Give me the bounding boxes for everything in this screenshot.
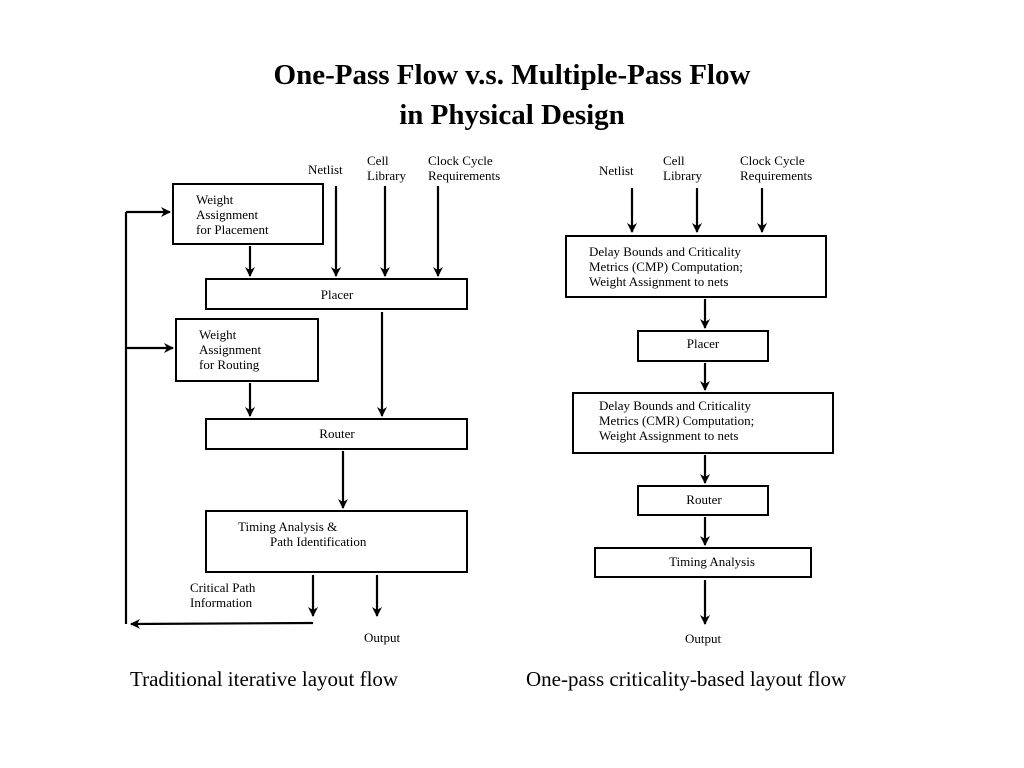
trad-timing-box bbox=[205, 510, 468, 573]
onepass-timing-label: Timing Analysis bbox=[669, 554, 755, 569]
onepass-flow-caption: One-pass criticality-based layout flow bbox=[526, 667, 847, 691]
onepass-clock-cycle-label-1: Clock Cycle bbox=[740, 153, 805, 168]
trad-placer-label: Placer bbox=[321, 287, 354, 302]
onepass-placer-box bbox=[637, 330, 769, 362]
trad-timing-line-2: Path Identification bbox=[270, 534, 367, 549]
onepass-placer-label: Placer bbox=[687, 336, 720, 351]
onepass-cmr-line-1: Delay Bounds and Criticality bbox=[599, 398, 752, 413]
diagram-title-line-1: One-Pass Flow v.s. Multiple-Pass Flow bbox=[273, 59, 751, 91]
onepass-cmp-line-3: Weight Assignment to nets bbox=[589, 274, 728, 289]
onepass-netlist-label: Netlist bbox=[599, 163, 634, 178]
trad-feedback-return-arrow bbox=[130, 618, 314, 629]
trad-router-label: Router bbox=[319, 426, 355, 441]
traditional-flow: Netlist Cell Library Clock Cycle Require… bbox=[124, 153, 500, 645]
onepass-cmr-line-3: Weight Assignment to nets bbox=[599, 428, 738, 443]
onepass-router-label: Router bbox=[686, 492, 722, 507]
trad-weight-placement-box bbox=[172, 183, 324, 245]
onepass-router-box bbox=[637, 485, 769, 516]
trad-output-label: Output bbox=[364, 630, 401, 645]
onepass-timing-box bbox=[594, 547, 812, 578]
onepass-cell-library-label-2: Library bbox=[663, 168, 702, 183]
trad-weight-routing-line-3: for Routing bbox=[199, 357, 260, 372]
trad-placer-box bbox=[205, 278, 468, 310]
trad-cell-library-label-2: Library bbox=[367, 168, 406, 183]
onepass-cmp-box bbox=[565, 235, 827, 298]
onepass-clock-cycle-label-2: Requirements bbox=[740, 168, 812, 183]
trad-weight-placement-line-1: Weight bbox=[196, 192, 234, 207]
diagram-title-line-2: in Physical Design bbox=[399, 99, 625, 131]
trad-timing-line-1: Timing Analysis & bbox=[238, 519, 337, 534]
trad-critical-path-label-2: Information bbox=[190, 595, 253, 610]
traditional-flow-caption: Traditional iterative layout flow bbox=[130, 667, 399, 691]
trad-netlist-label: Netlist bbox=[308, 162, 343, 177]
onepass-output-label: Output bbox=[685, 631, 722, 646]
onepass-cmp-line-2: Metrics (CMP) Computation; bbox=[589, 259, 743, 274]
trad-weight-routing-line-1: Weight bbox=[199, 327, 237, 342]
onepass-cell-library-label-1: Cell bbox=[663, 153, 685, 168]
trad-weight-placement-line-2: Assignment bbox=[196, 207, 259, 222]
trad-clock-cycle-label-2: Requirements bbox=[428, 168, 500, 183]
onepass-flow: Netlist Cell Library Clock Cycle Require… bbox=[565, 153, 834, 646]
trad-weight-placement-line-3: for Placement bbox=[196, 222, 269, 237]
onepass-cmr-line-2: Metrics (CMR) Computation; bbox=[599, 413, 754, 428]
trad-clock-cycle-label-1: Clock Cycle bbox=[428, 153, 493, 168]
trad-weight-routing-line-2: Assignment bbox=[199, 342, 262, 357]
onepass-cmr-box bbox=[572, 392, 834, 454]
trad-weight-routing-box bbox=[175, 318, 319, 382]
trad-router-box bbox=[205, 418, 468, 450]
trad-critical-path-label-1: Critical Path bbox=[190, 580, 256, 595]
onepass-cmp-line-1: Delay Bounds and Criticality bbox=[589, 244, 742, 259]
trad-cell-library-label-1: Cell bbox=[367, 153, 389, 168]
